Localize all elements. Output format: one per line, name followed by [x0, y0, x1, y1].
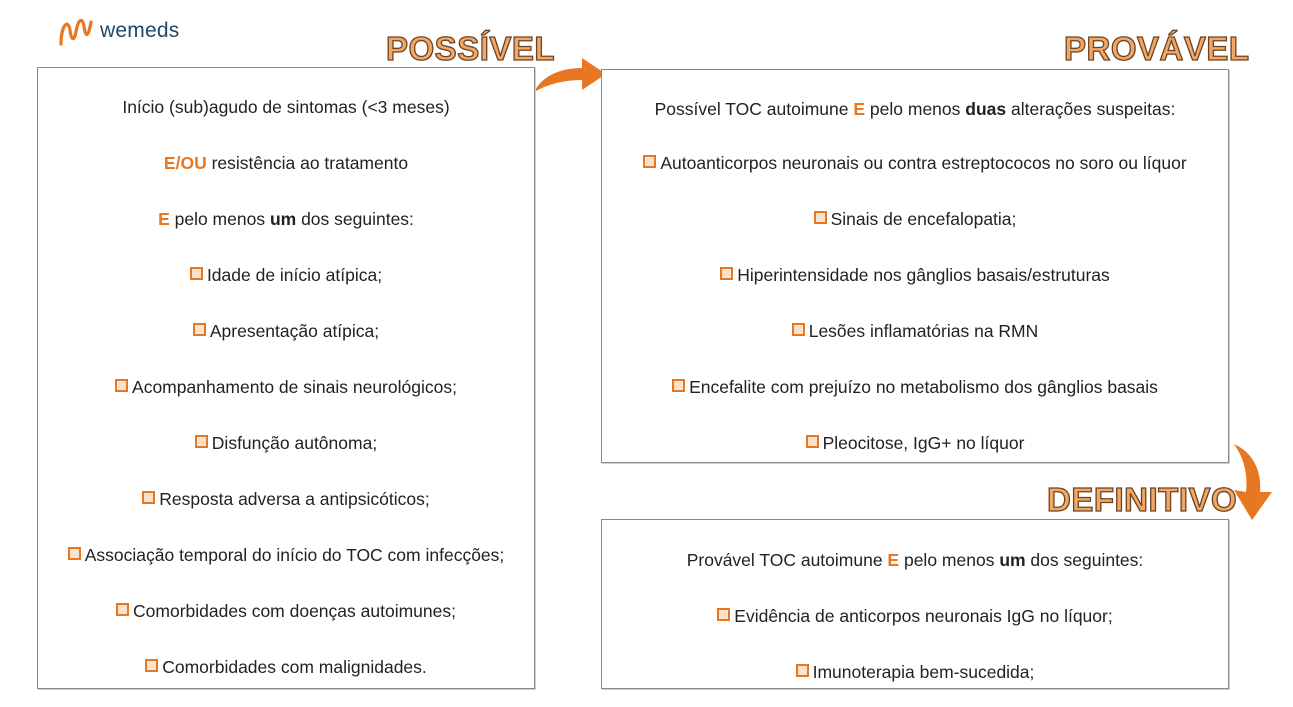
list-item: Pleocitose, IgG+ no líquor [602, 432, 1228, 454]
list-item: Imunoterapia bem-sucedida; [602, 661, 1228, 683]
connector-e: E [158, 209, 170, 229]
wave-mark-icon [59, 18, 93, 46]
provavel-intro: Possível TOC autoimune E pelo menos duas… [654, 99, 1176, 119]
checkbox-bullet-icon [717, 608, 731, 621]
logo-text: wemeds [100, 19, 180, 42]
checkbox-bullet-icon [189, 267, 203, 280]
list-item: Lesões inflamatórias na RMN [602, 320, 1228, 342]
arrow-right-icon [534, 58, 606, 92]
checkbox-bullet-icon [805, 435, 819, 448]
connector-e-ou: E/OU [163, 153, 207, 173]
checkbox-bullet-icon [142, 491, 156, 504]
list-item: Autoanticorpos neuronais ou contra estre… [602, 152, 1228, 174]
checkbox-bullet-icon [67, 547, 81, 560]
list-item: Resposta adversa a antipsicóticos; [38, 488, 534, 510]
checkbox-bullet-icon [813, 211, 827, 224]
possivel-line-3-post: dos seguintes: [296, 209, 414, 229]
definitivo-intro: Provável TOC autoimune E pelo menos um d… [686, 550, 1144, 570]
checkbox-bullet-icon [145, 659, 159, 672]
list-item: Evidência de anticorpos neuronais IgG no… [602, 605, 1228, 627]
possivel-title: POSSÍVEL [385, 29, 556, 67]
definitivo-box: Provável TOC autoimune E pelo menos um d… [601, 519, 1229, 689]
checkbox-bullet-icon [194, 435, 208, 448]
provavel-title: PROVÁVEL [1063, 29, 1250, 67]
definitivo-title: DEFINITIVO [1046, 480, 1238, 518]
checkbox-bullet-icon [115, 379, 129, 392]
checkbox-bullet-icon [672, 379, 686, 392]
checkbox-bullet-icon [192, 323, 206, 336]
checkbox-bullet-icon [795, 664, 809, 677]
checkbox-bullet-icon [643, 155, 657, 168]
provavel-box: Possível TOC autoimune E pelo menos duas… [601, 69, 1229, 463]
arrow-down-icon [1234, 444, 1272, 520]
list-item: Encefalite com prejuízo no metabolismo d… [602, 376, 1228, 398]
possivel-line-2: E/OU resistência ao tratamento [38, 152, 534, 174]
list-item: Comorbidades com malignidades. [38, 656, 534, 678]
possivel-line-3-bold: um [269, 209, 297, 229]
possivel-line-3: E pelo menos um dos seguintes: [38, 208, 534, 230]
checkbox-bullet-icon [720, 267, 734, 280]
list-item: Idade de início atípica; [38, 264, 534, 286]
list-item: Associação temporal do início do TOC com… [38, 544, 534, 566]
connector-e: E [887, 550, 900, 570]
wemeds-logo: wemeds [58, 14, 179, 48]
possivel-line-3-pre: pelo menos [169, 209, 270, 229]
list-item: Comorbidades com doenças autoimunes; [38, 600, 534, 622]
list-item: Hiperintensidade nos gânglios basais/est… [602, 264, 1228, 286]
possivel-line-1: Início (sub)agudo de sintomas (<3 meses) [38, 96, 534, 118]
list-item: Apresentação atípica; [38, 320, 534, 342]
list-item: Acompanhamento de sinais neurológicos; [38, 376, 534, 398]
connector-e: E [853, 99, 866, 119]
checkbox-bullet-icon [116, 603, 130, 616]
list-item: Sinais de encefalopatia; [602, 208, 1228, 230]
possivel-line-1-text: Início (sub)agudo de sintomas (<3 meses) [122, 97, 450, 117]
possivel-box: Início (sub)agudo de sintomas (<3 meses)… [37, 67, 535, 689]
possivel-line-2-text: resistência ao tratamento [206, 153, 409, 173]
checkbox-bullet-icon [791, 323, 805, 336]
list-item: Disfunção autônoma; [38, 432, 534, 454]
